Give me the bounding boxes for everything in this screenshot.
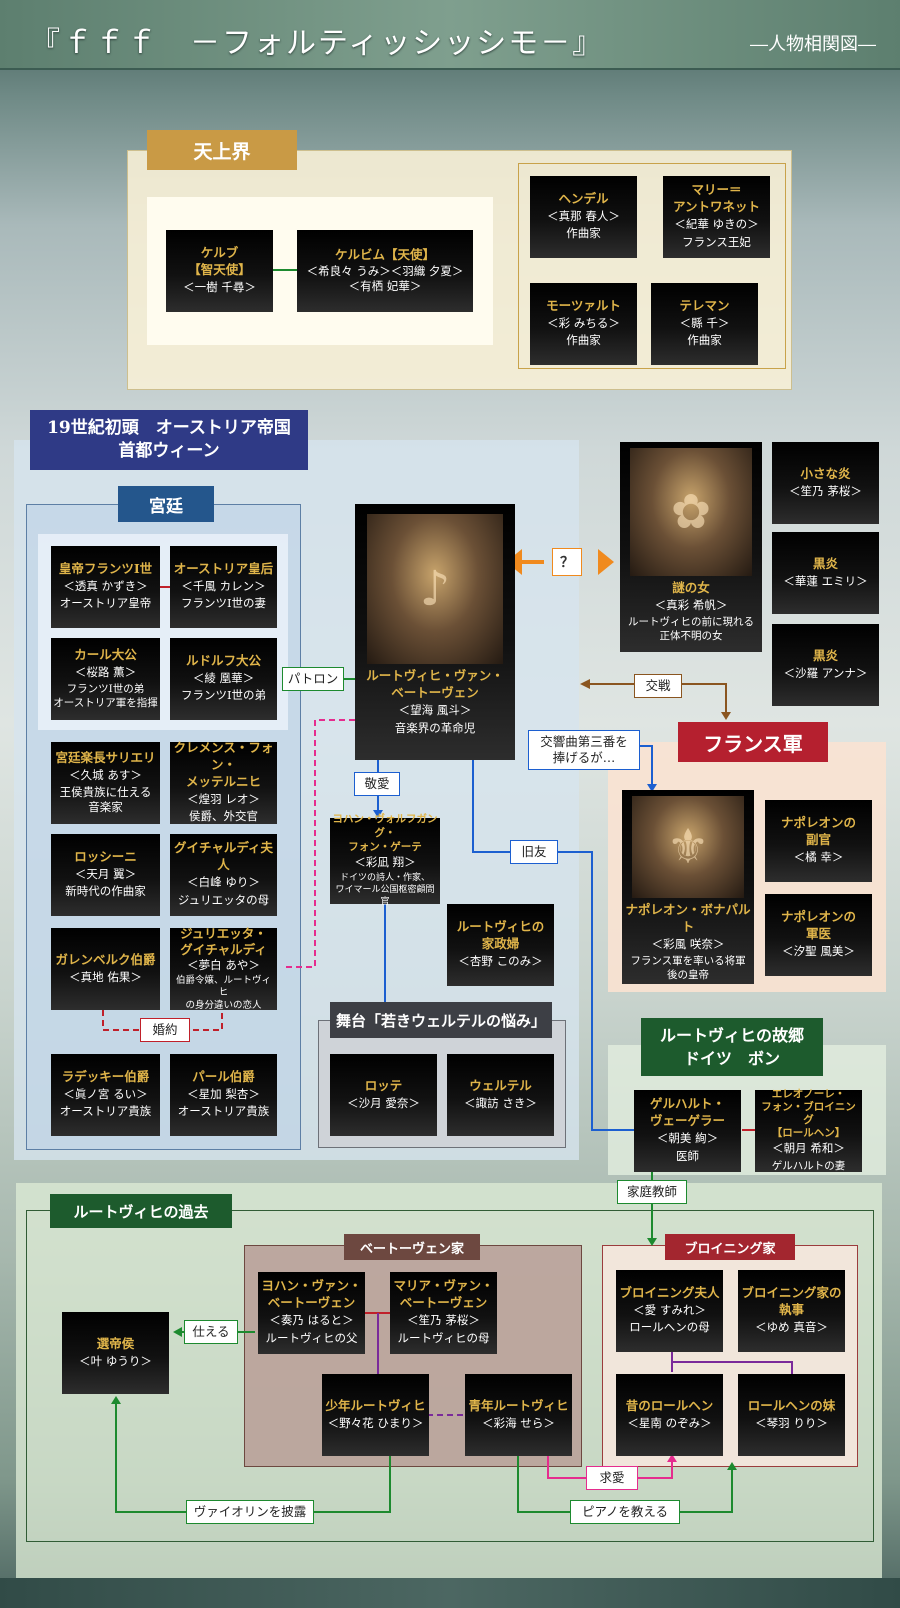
symphony-label: 交響曲第三番を 捧げるが… [528, 730, 640, 770]
france-label: フランス軍 [678, 722, 828, 762]
character-card-napoleon-adjutant[interactable]: ナポレオンの 副官 ＜橘 幸＞ [765, 800, 872, 882]
patron-label: パトロン [282, 667, 344, 691]
character-card-marie-antoinette[interactable]: マリー＝ アントワネット ＜紀華 ゆきの＞ フランス王妃 [663, 176, 770, 258]
character-card-rossini[interactable]: ロッシーニ ＜天月 翼＞ 新時代の作曲家 [51, 834, 160, 916]
past-label: ルートヴィヒの過去 [50, 1194, 232, 1228]
character-card-lotte[interactable]: ロッテ ＜沙月 愛奈＞ [330, 1054, 437, 1136]
nazo-portrait: ✿ [630, 448, 752, 576]
old-friend-label: 旧友 [510, 840, 558, 864]
character-card-maria[interactable]: マリア・ヴァン・ ベートーヴェン ＜笙乃 茅桜＞ ルートヴィヒの母 [390, 1272, 497, 1354]
character-card-telemann[interactable]: テレマン ＜縣 千＞ 作曲家 [651, 283, 758, 365]
character-card-rudolf[interactable]: ルドルフ大公 ＜綾 凰華＞ フランツⅠ世の弟 [170, 638, 277, 720]
question-label: ？ [552, 548, 582, 576]
character-card-kerub[interactable]: ケルブ 【智天使】 ＜一樹 千尋＞ [166, 230, 273, 312]
tutor-label: 家庭教師 [617, 1180, 687, 1204]
napoleon-portrait: ⚜ [632, 796, 744, 899]
character-card-butler[interactable]: ブロイニング家の 執事 ＜ゆめ 真音＞ [738, 1270, 845, 1352]
engagement-label: 婚約 [140, 1018, 190, 1042]
bonn-label: ルートヴィヒの故郷 ドイツ ボン [641, 1018, 823, 1076]
character-card-housekeeper[interactable]: ルートヴィヒの 家政婦 ＜杏野 このみ＞ [447, 904, 554, 986]
tenjou-label: 天上界 [147, 130, 297, 170]
battle-label: 交戦 [634, 674, 682, 698]
character-card-gallenberg[interactable]: ガレンベルク伯爵 ＜真地 佑果＞ [51, 928, 160, 1010]
character-card-ludwig[interactable]: ♪ ルートヴィヒ・ヴァン・ ベートーヴェン ＜望海 風斗＞ 音楽界の革命児 [355, 504, 515, 760]
character-card-salieri[interactable]: 宮廷楽長サリエリ ＜久城 あす＞ 王侯貴族に仕える 音楽家 [51, 742, 160, 824]
character-card-lorchen-sister[interactable]: ロールヘンの妹 ＜琴羽 りり＞ [738, 1374, 845, 1456]
austria-label: 19世紀初頭 オーストリア帝国 首都ウィーン [30, 410, 308, 470]
character-card-karl[interactable]: カール大公 ＜桜路 薫＞ フランツⅠ世の弟 オーストリア軍を指揮 [51, 638, 160, 720]
tenjou-composer-panel [518, 163, 786, 369]
ludwig-portrait: ♪ [367, 514, 503, 664]
page-subtitle: ―人物相関図― [750, 34, 876, 55]
character-card-black-flame-2[interactable]: 黒炎 ＜沙羅 アンナ＞ [772, 624, 879, 706]
character-card-nazo[interactable]: ✿ 謎の女 ＜真彩 希帆＞ ルートヴィヒの前に現れる 正体不明の女 [620, 442, 762, 652]
character-card-werther[interactable]: ウェルテル ＜諏訪 さき＞ [447, 1054, 554, 1136]
character-card-guicciardi-mother[interactable]: グイチャルディ夫人 ＜白峰 ゆり＞ ジュリエッタの母 [170, 834, 277, 916]
past-border [26, 1210, 874, 1542]
character-card-boy-ludwig[interactable]: 少年ルートヴィヒ ＜野々花 ひまり＞ [322, 1374, 429, 1456]
beethoven-family-label: ベートーヴェン家 [344, 1234, 480, 1260]
breuning-family-label: ブロイニング家 [665, 1234, 795, 1260]
character-card-youth-ludwig[interactable]: 青年ルートヴィヒ ＜彩海 せら＞ [465, 1374, 572, 1456]
character-card-mozart[interactable]: モーツァルト ＜彩 みちる＞ 作曲家 [530, 283, 637, 365]
courtship-label: 求愛 [586, 1466, 638, 1490]
character-card-giulietta[interactable]: ジュリエッタ・ グイチャルディ ＜夢白 あや＞ 伯爵令嬢、ルートヴィヒ の身分違… [170, 926, 277, 1011]
character-card-elector[interactable]: 選帝侯 ＜叶 ゆうり＞ [62, 1312, 169, 1394]
character-card-goethe[interactable]: ヨハン・ヴォルフガング・ フォン・ゲーテ ＜彩凪 翔＞ ドイツの詩人・作家、 ワ… [330, 813, 440, 907]
character-card-old-lorchen[interactable]: 昔のロールヘン ＜星南 のぞみ＞ [616, 1374, 723, 1456]
violin-label: ヴァイオリンを披露 [186, 1500, 314, 1524]
character-card-small-flame[interactable]: 小さな炎 ＜笙乃 茅桜＞ [772, 442, 879, 524]
character-card-eleonore[interactable]: エレオノーレ・ フォン・ブロイニング 【ロールヘン】 ＜朝月 希和＞ ゲルハルト… [755, 1088, 862, 1172]
character-card-napoleon[interactable]: ⚜ ナポレオン・ボナパルト ＜彩風 咲奈＞ フランス軍を率いる将軍 後の皇帝 [622, 790, 754, 984]
character-card-wegeler[interactable]: ゲルハルト・ ヴェーゲラー ＜朝美 絢＞ 医師 [634, 1090, 741, 1172]
header-bar [0, 0, 900, 70]
character-card-breuning-wife[interactable]: ブロイニング夫人 ＜愛 すみれ＞ ロールヘンの母 [616, 1270, 723, 1352]
character-card-radetzky[interactable]: ラデッキー伯爵 ＜眞ノ宮 るい＞ オーストリア貴族 [51, 1054, 160, 1136]
page-title: 『ｆｆｆ －フォルティッシッシモ－』 [30, 26, 605, 61]
character-card-empress[interactable]: オーストリア皇后 ＜千風 カレン＞ フランツⅠ世の妻 [170, 546, 277, 628]
serve-label: 仕える [184, 1320, 238, 1344]
character-card-franz[interactable]: 皇帝フランツⅠ世 ＜透真 かずき＞ オーストリア皇帝 [51, 546, 160, 628]
character-card-handel[interactable]: ヘンデル ＜真那 春人＞ 作曲家 [530, 176, 637, 258]
character-card-palffy[interactable]: パール伯爵 ＜星加 梨杏＞ オーストリア貴族 [170, 1054, 277, 1136]
character-card-johann[interactable]: ヨハン・ヴァン・ ベートーヴェン ＜奏乃 はると＞ ルートヴィヒの父 [258, 1272, 365, 1354]
character-card-kerubim[interactable]: ケルビム【天使】 ＜希良々 うみ＞＜羽織 夕夏＞ ＜有栖 妃華＞ [297, 230, 473, 312]
character-card-metternich[interactable]: クレメンス・フォン・ メッテルニヒ ＜煌羽 レオ＞ 侯爵、外交官 [170, 740, 277, 824]
respect-label: 敬愛 [354, 772, 400, 796]
piano-label: ピアノを教える [570, 1500, 680, 1524]
stage-label: 舞台「若きウェルテルの悩み」 [330, 1002, 552, 1038]
character-card-napoleon-doctor[interactable]: ナポレオンの 軍医 ＜汐聖 風美＞ [765, 894, 872, 976]
footer-bar [0, 1578, 900, 1608]
palace-label: 宮廷 [118, 486, 214, 522]
character-card-black-flame-1[interactable]: 黒炎 ＜華蓮 エミリ＞ [772, 532, 879, 614]
